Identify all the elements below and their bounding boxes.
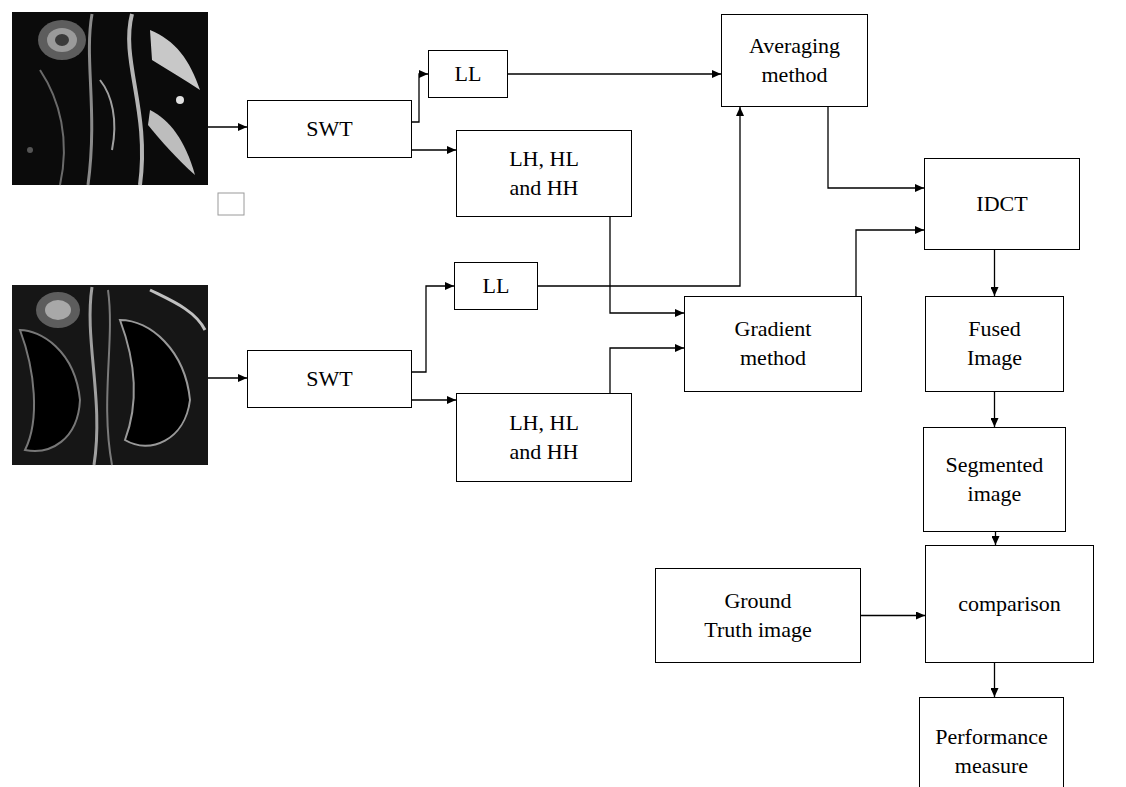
connector-arrow [412, 399, 456, 400]
box-label: Segmented image [935, 451, 1055, 508]
connector-arrow [994, 250, 995, 296]
small-square [218, 193, 244, 215]
connector-arrow [861, 615, 925, 616]
connector-arrow [610, 217, 684, 313]
box-label: SWT [306, 365, 352, 394]
connector-arrow [994, 392, 995, 427]
connector-arrow [994, 663, 995, 697]
process-box: SWT [247, 100, 412, 158]
subband-box: LL [454, 262, 538, 310]
input-arrow [208, 126, 247, 127]
mri-image [12, 12, 208, 185]
subband-box: LL [428, 50, 508, 98]
connector-arrow [412, 286, 454, 372]
process-box: SWT [247, 350, 412, 408]
box-label: LH, HL and HH [494, 409, 594, 466]
box-label: comparison [958, 590, 1061, 619]
connector-arrow [828, 107, 924, 188]
box-label: Ground Truth image [703, 587, 813, 644]
subband-box: LH, HL and HH [456, 130, 632, 217]
connector-arrow [412, 74, 428, 122]
process-box: Gradient method [684, 296, 862, 392]
box-label: Averaging method [735, 32, 855, 89]
process-box: Averaging method [721, 14, 868, 107]
box-label: Gradient method [713, 315, 833, 372]
box-label: IDCT [976, 190, 1027, 219]
connector-arrow [610, 348, 684, 393]
connector-arrow [412, 149, 456, 150]
connector-arrow [508, 73, 721, 74]
mri-image [12, 285, 208, 465]
input-box: Ground Truth image [655, 568, 861, 663]
box-label: Fused Image [945, 315, 1045, 372]
box-label: LH, HL and HH [494, 145, 594, 202]
process-box: IDCT [924, 158, 1080, 250]
box-label: SWT [306, 115, 352, 144]
output-box: Segmented image [923, 427, 1066, 532]
connector-arrow [995, 532, 996, 545]
connector-arrow [856, 230, 924, 296]
box-label: LL [483, 272, 510, 301]
subband-box: LH, HL and HH [456, 393, 632, 482]
box-label: LL [455, 60, 482, 89]
output-box: Fused Image [925, 296, 1064, 392]
box-label: Performance measure [929, 723, 1054, 780]
input-arrow [208, 377, 247, 378]
process-box: comparison [925, 545, 1094, 663]
output-box: Performance measure [919, 697, 1064, 787]
